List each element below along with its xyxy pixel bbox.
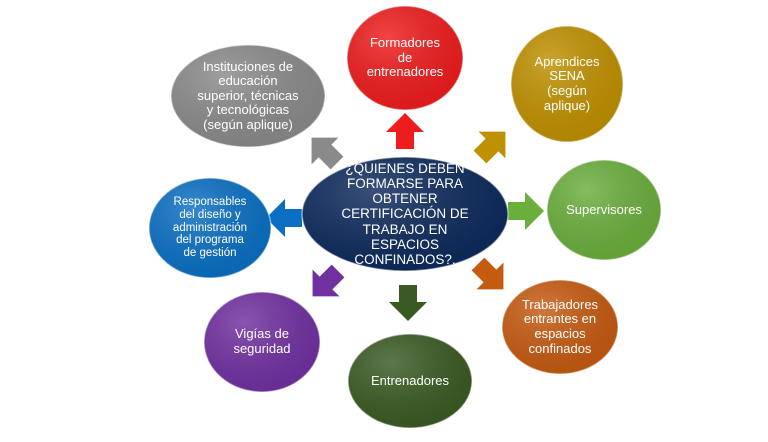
arrow-entrenadores-icon — [389, 285, 427, 321]
arrow-trabajadores-icon — [471, 257, 504, 290]
node-entrenadores-ellipse-shine — [348, 334, 472, 428]
node-responsables-text: Responsables del diseño y administración… — [172, 195, 248, 260]
node-aprendices-text: Aprendices SENA (según aplique) — [534, 53, 600, 113]
arrow-formadores-icon — [386, 113, 424, 149]
arrow-aprendices-icon — [473, 131, 506, 164]
arrow-supervisores-icon — [508, 192, 544, 230]
node-supervisores-ellipse-shine — [547, 160, 661, 260]
node-entrenadores-text: Entrenadores — [370, 372, 450, 388]
arrow-responsables-icon — [266, 199, 302, 237]
node-formadores-ellipse-shine — [347, 6, 463, 110]
center-question-text: ¿QUIENES DEBEN FORMARSE PARA OBTENER CER… — [341, 161, 469, 267]
node-instituciones-ellipse-shine — [171, 45, 325, 147]
node-aprendices-ellipse-shine — [511, 26, 623, 142]
node-supervisores-text: Supervisores — [566, 201, 642, 217]
node-responsables-ellipse-shine — [149, 178, 271, 278]
node-instituciones-text: Instituciones de educación superior, téc… — [197, 58, 299, 132]
center-question-ellipse-shine — [302, 157, 508, 271]
node-vigias-ellipse-shine — [204, 292, 320, 392]
arrow-instituciones-icon — [311, 137, 344, 170]
node-trabajadores-ellipse-shine — [502, 280, 618, 374]
node-vigias-text: Vigías de seguridad — [233, 326, 291, 356]
node-trabajadores-text: Trabajadores entrantes en espacios confi… — [521, 296, 599, 356]
arrow-vigias-icon — [312, 264, 345, 297]
node-formadores-text: Formadores de entrenadores — [366, 35, 444, 80]
